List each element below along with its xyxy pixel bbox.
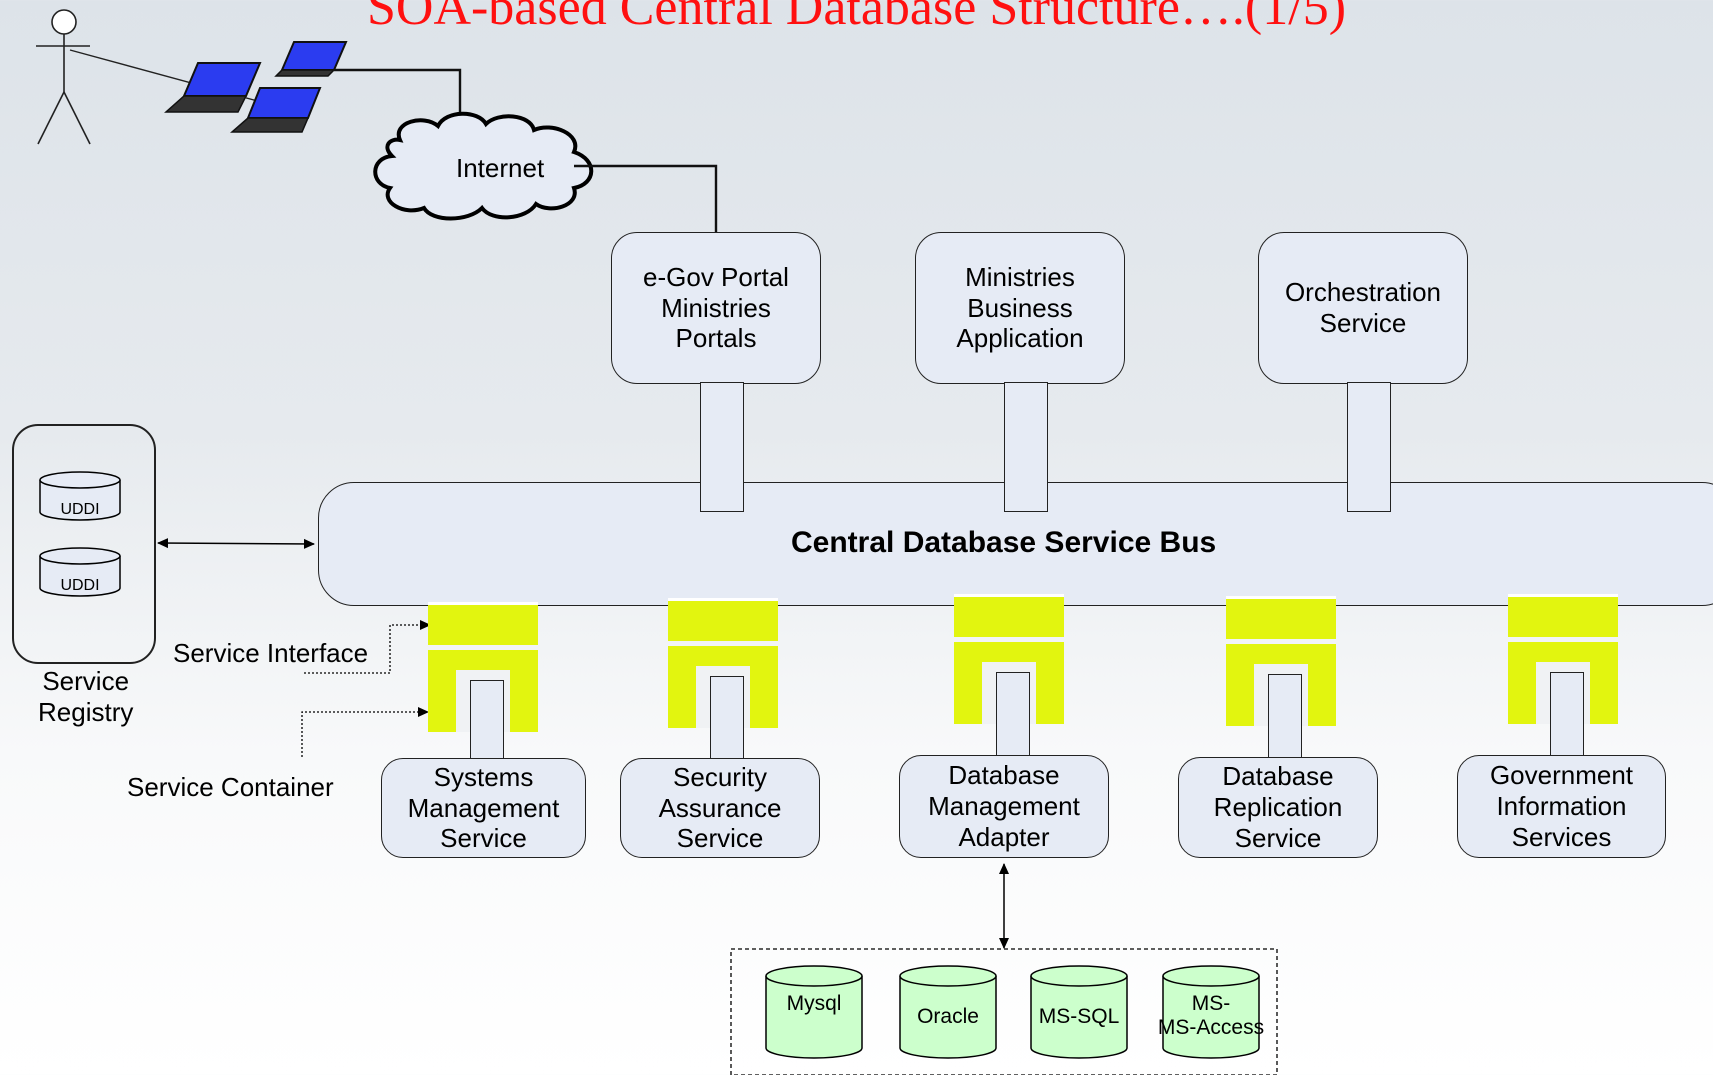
uddi-label: UDDI	[60, 577, 99, 594]
service-connector	[470, 680, 504, 768]
uddi-db-icon: UDDI	[39, 547, 121, 597]
msaccess-db-icon: MS-Access	[1158, 965, 1264, 1059]
service-interface-block	[1226, 596, 1336, 639]
service-connector	[996, 672, 1030, 760]
service-interface-label: Service Interface	[173, 638, 369, 668]
db-label: MS-SQL	[1039, 1005, 1120, 1028]
internet-cloud-icon	[373, 111, 594, 221]
db-label: MS-Access	[1158, 1016, 1264, 1039]
service-connector	[1268, 674, 1302, 762]
slide-title: SOA-based Central Database Structure….(1…	[366, 0, 1347, 36]
service-connector	[1347, 382, 1391, 512]
laptop-internet-line	[334, 68, 462, 128]
service-connector	[700, 382, 744, 512]
user-icon	[36, 9, 91, 145]
mysql-db-icon: Mysql	[765, 965, 863, 1059]
laptop-icon	[274, 41, 348, 77]
internet-label: Internet	[456, 153, 545, 183]
service-interface-block	[668, 598, 778, 641]
laptop-icon	[230, 87, 322, 133]
db-label-prefix: MS-	[1192, 992, 1231, 1015]
service-connector	[1004, 382, 1048, 512]
service-interface-block	[428, 602, 538, 645]
service-interface-leader	[304, 620, 431, 674]
laptop-icon	[164, 62, 262, 113]
db-label: Oracle	[917, 1005, 979, 1028]
service-connector	[710, 676, 744, 764]
mssql-db-icon: MS-SQL	[1030, 965, 1128, 1059]
oracle-db-icon: Oracle	[899, 965, 997, 1059]
db-label: Mysql	[787, 992, 842, 1015]
internet-portal-line	[574, 164, 718, 232]
service-registry-box[interactable]	[12, 424, 156, 664]
service-interface-block	[1508, 594, 1618, 637]
service-connector	[1550, 672, 1584, 760]
service-container-leader	[301, 707, 429, 757]
database-group	[730, 948, 1278, 1075]
service-bus-label: Central Database Service Bus	[791, 526, 1217, 559]
service-interface-block	[954, 594, 1064, 637]
service-container-label: Service Container	[127, 772, 334, 802]
registry-bus-arrow	[157, 538, 315, 549]
uddi-label: UDDI	[60, 501, 99, 518]
uddi-db-icon: UDDI	[39, 471, 121, 521]
